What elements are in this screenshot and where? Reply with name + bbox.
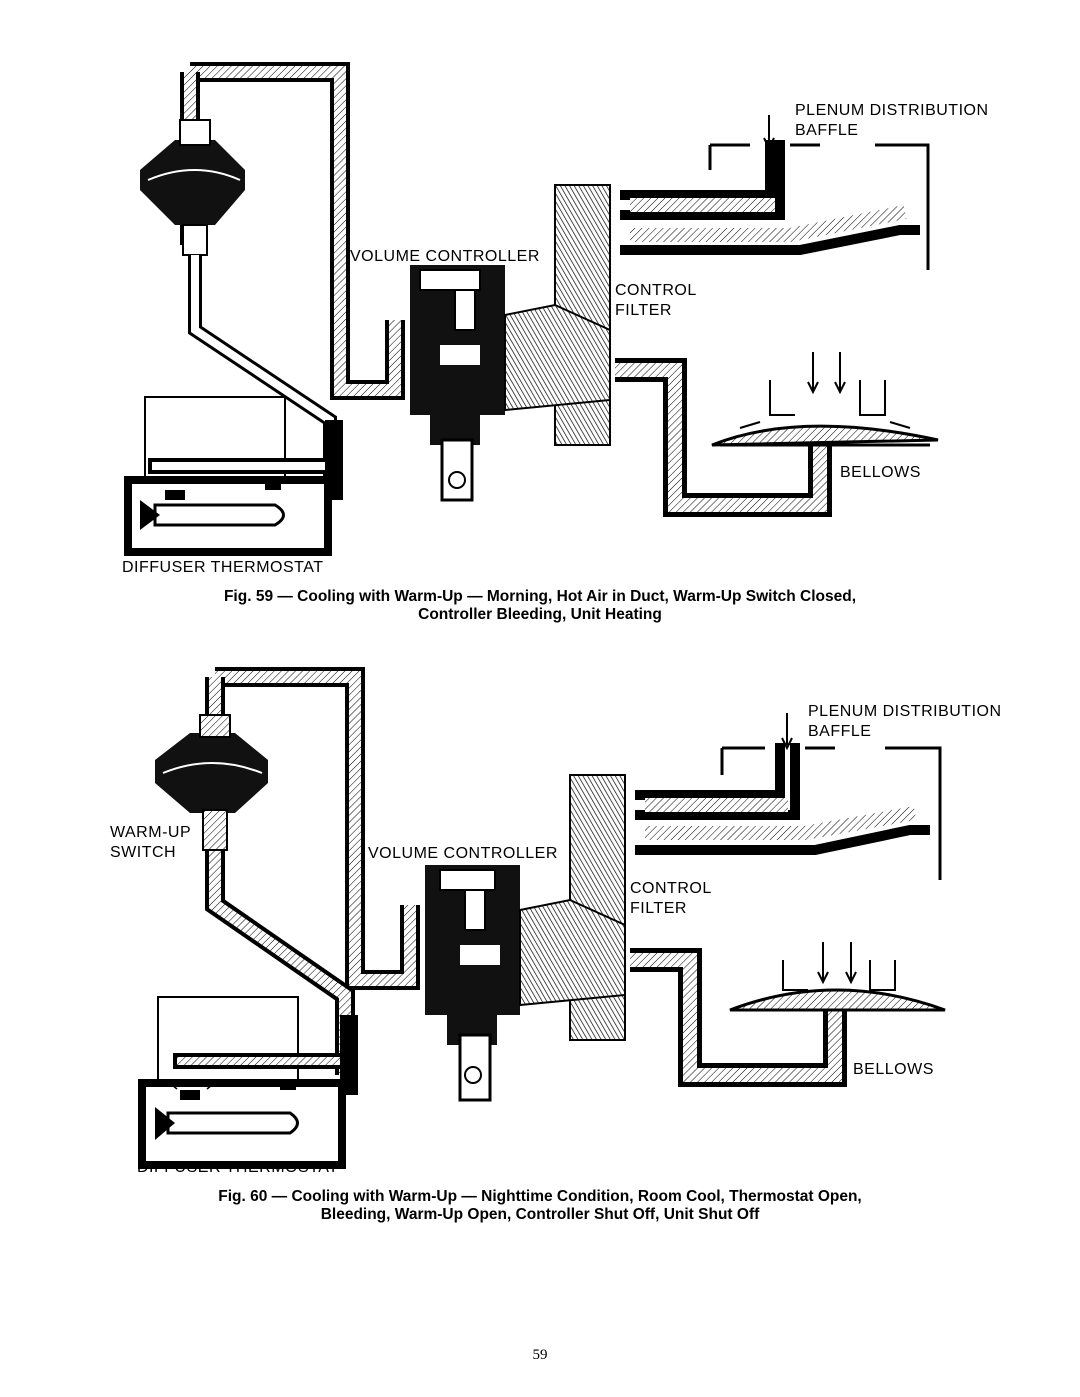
warm-up-switch-diaphragm	[140, 140, 245, 225]
label-volume-controller: VOLUME CONTROLLER	[350, 248, 540, 265]
label-baffle: BAFFLE	[808, 723, 872, 740]
down-arrow-icon	[817, 942, 829, 985]
page-number: 59	[532, 1347, 548, 1363]
down-arrow-icon	[834, 352, 846, 395]
label-plenum-distribution: PLENUM DISTRIBUTION	[795, 102, 989, 119]
label-volume-controller: VOLUME CONTROLLER	[368, 845, 558, 862]
plenum-duct	[620, 140, 920, 255]
label-control: CONTROL	[615, 282, 697, 299]
flow-arrow-icon	[763, 115, 775, 151]
label-diffuser-thermostat: DIFFUSER THERMOSTAT	[122, 559, 324, 576]
figure-59-caption-line1: Fig. 59 — Cooling with Warm-Up — Morning…	[223, 588, 857, 605]
label-diffuser-thermostat: DIFFUSER THERMOSTAT	[137, 1159, 339, 1176]
bellows	[729, 988, 946, 1012]
bellows	[711, 424, 939, 447]
figure-60-caption-line1: Fig. 60 — Cooling with Warm-Up — Nightti…	[218, 1188, 862, 1205]
figure-60-caption-line2: Bleeding, Warm-Up Open, Controller Shut …	[320, 1206, 760, 1223]
label-control: CONTROL	[630, 880, 712, 897]
label-baffle: BAFFLE	[795, 122, 859, 139]
flow-arrow-icon	[781, 713, 793, 751]
label-warm-up: WARM-UP	[110, 824, 192, 841]
down-arrow-icon	[807, 352, 819, 395]
label-bellows: BELLOWS	[853, 1061, 934, 1078]
figure-59-diagram	[124, 62, 939, 556]
plenum-duct	[635, 743, 930, 855]
label-filter: FILTER	[630, 900, 687, 917]
label-filter: FILTER	[615, 302, 672, 319]
label-switch: SWITCH	[110, 844, 177, 861]
figure-59-caption-line2: Controller Bleeding, Unit Heating	[418, 606, 662, 623]
label-plenum-distribution: PLENUM DISTRIBUTION	[808, 703, 1002, 720]
label-bellows: BELLOWS	[840, 464, 921, 481]
down-arrow-icon	[845, 942, 857, 985]
figure-60: PLENUM DISTRIBUTION BAFFLE WARM-UP SWITC…	[0, 655, 1080, 1185]
figure-59: PLENUM DISTRIBUTION BAFFLE VOLUME CONTRO…	[0, 0, 1080, 640]
bidirectional-arrow-icon	[170, 1080, 214, 1090]
diffuser-thermostat-body	[157, 996, 299, 1083]
warm-up-switch-diaphragm	[155, 733, 268, 813]
figure-60-diagram	[138, 667, 946, 1169]
